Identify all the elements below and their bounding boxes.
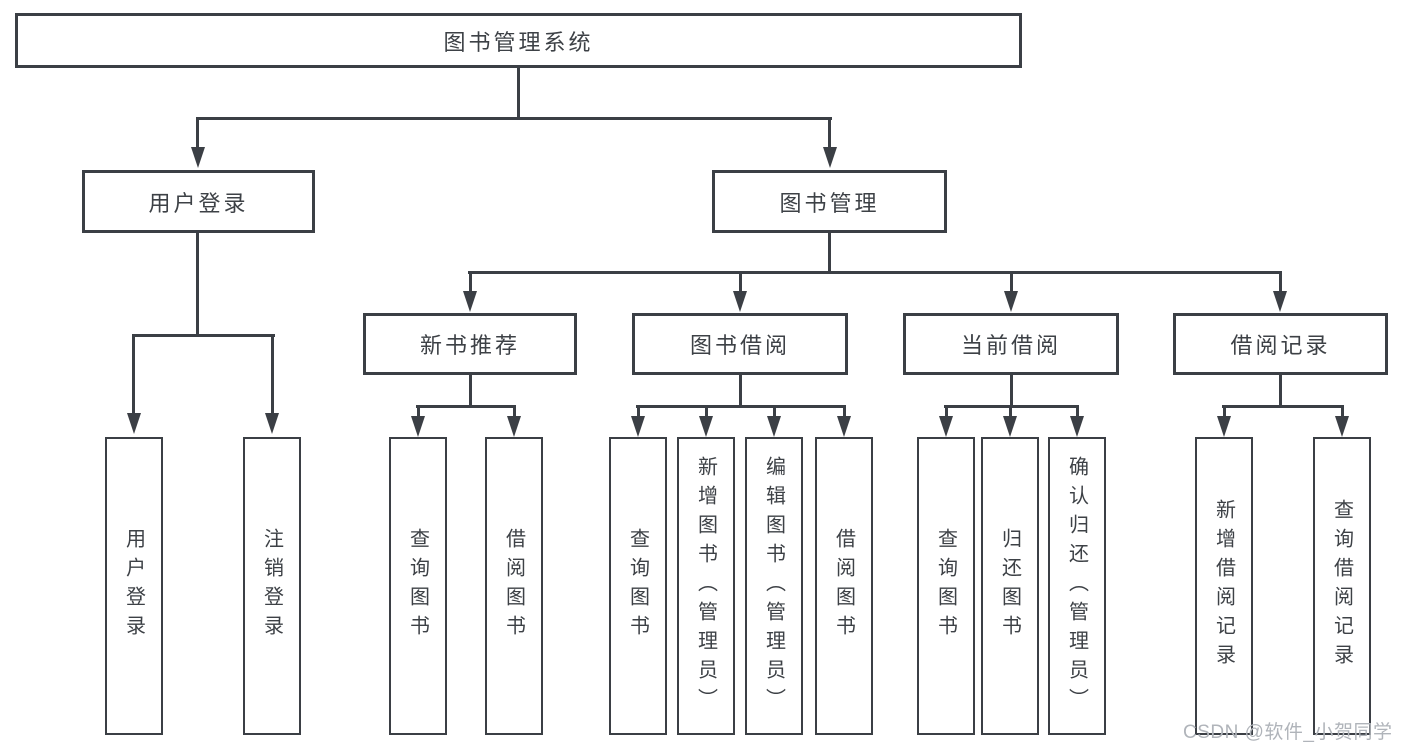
arrow-down-icon	[1273, 291, 1287, 312]
connector-line	[637, 405, 640, 419]
arrow-down-icon	[1217, 416, 1231, 437]
connector-line	[1341, 405, 1344, 419]
leaf-borrow-books: 借阅图书	[815, 437, 873, 735]
leaf-add-books-admin: 新增图书（管理员）	[677, 437, 735, 735]
connector-line	[132, 334, 135, 414]
arrow-down-icon	[1335, 416, 1349, 437]
arrow-down-icon	[939, 416, 953, 437]
leaf-query-books-recommend: 查询图书	[389, 437, 447, 735]
connector-line	[196, 231, 199, 337]
leaf-return-books: 归还图书	[981, 437, 1039, 735]
connector-line	[468, 271, 1282, 274]
leaf-add-borrow-record: 新增借阅记录	[1195, 437, 1253, 735]
connector-line	[132, 334, 275, 337]
arrow-down-icon	[767, 416, 781, 437]
node-new-book-recommendation: 新书推荐	[363, 313, 577, 375]
connector-line	[196, 117, 832, 120]
arrow-down-icon	[733, 291, 747, 312]
connector-line	[636, 405, 846, 408]
arrow-down-icon	[837, 416, 851, 437]
arrow-down-icon	[507, 416, 521, 437]
connector-line	[1279, 271, 1282, 293]
arrow-down-icon	[191, 147, 205, 168]
leaf-logout: 注销登录	[243, 437, 301, 735]
connector-line	[828, 117, 831, 150]
connector-line	[1222, 405, 1344, 408]
connector-line	[1279, 373, 1282, 407]
leaf-query-books-borrowing: 查询图书	[609, 437, 667, 735]
leaf-borrow-books-recommend: 借阅图书	[485, 437, 543, 735]
csdn-watermark: CSDN @软件_小贺同学	[1183, 722, 1393, 743]
arrow-down-icon	[265, 413, 279, 434]
node-book-management: 图书管理	[712, 170, 947, 233]
connector-line	[1010, 271, 1013, 293]
node-user-login: 用户登录	[82, 170, 315, 233]
arrow-down-icon	[699, 416, 713, 437]
arrow-down-icon	[631, 416, 645, 437]
arrow-down-icon	[1004, 291, 1018, 312]
connector-line	[271, 334, 274, 414]
node-book-management-system: 图书管理系统	[15, 13, 1022, 68]
connector-line	[517, 66, 520, 120]
connector-line	[1009, 405, 1012, 419]
connector-line	[469, 373, 472, 407]
arrow-down-icon	[411, 416, 425, 437]
connector-line	[513, 405, 516, 419]
arrow-down-icon	[463, 291, 477, 312]
connector-line	[416, 405, 516, 408]
connector-line	[945, 405, 948, 419]
connector-line	[1076, 405, 1079, 419]
leaf-edit-books-admin: 编辑图书（管理员）	[745, 437, 803, 735]
connector-line	[1010, 373, 1013, 407]
connector-line	[1223, 405, 1226, 419]
connector-line	[843, 405, 846, 419]
node-current-borrowing: 当前借阅	[903, 313, 1119, 375]
node-book-borrowing: 图书借阅	[632, 313, 848, 375]
leaf-confirm-return-admin: 确认归还（管理员）	[1048, 437, 1106, 735]
connector-line	[739, 373, 742, 407]
connector-line	[705, 405, 708, 419]
leaf-user-login: 用户登录	[105, 437, 163, 735]
arrow-down-icon	[127, 413, 141, 434]
connector-line	[196, 117, 199, 150]
connector-line	[417, 405, 420, 419]
leaf-query-borrow-record: 查询借阅记录	[1313, 437, 1371, 735]
connector-line	[773, 405, 776, 419]
connector-line	[469, 271, 472, 293]
arrow-down-icon	[823, 147, 837, 168]
connector-line	[828, 230, 831, 274]
arrow-down-icon	[1003, 416, 1017, 437]
connector-line	[739, 271, 742, 293]
node-borrowing-records: 借阅记录	[1173, 313, 1388, 375]
arrow-down-icon	[1070, 416, 1084, 437]
leaf-query-books-current: 查询图书	[917, 437, 975, 735]
